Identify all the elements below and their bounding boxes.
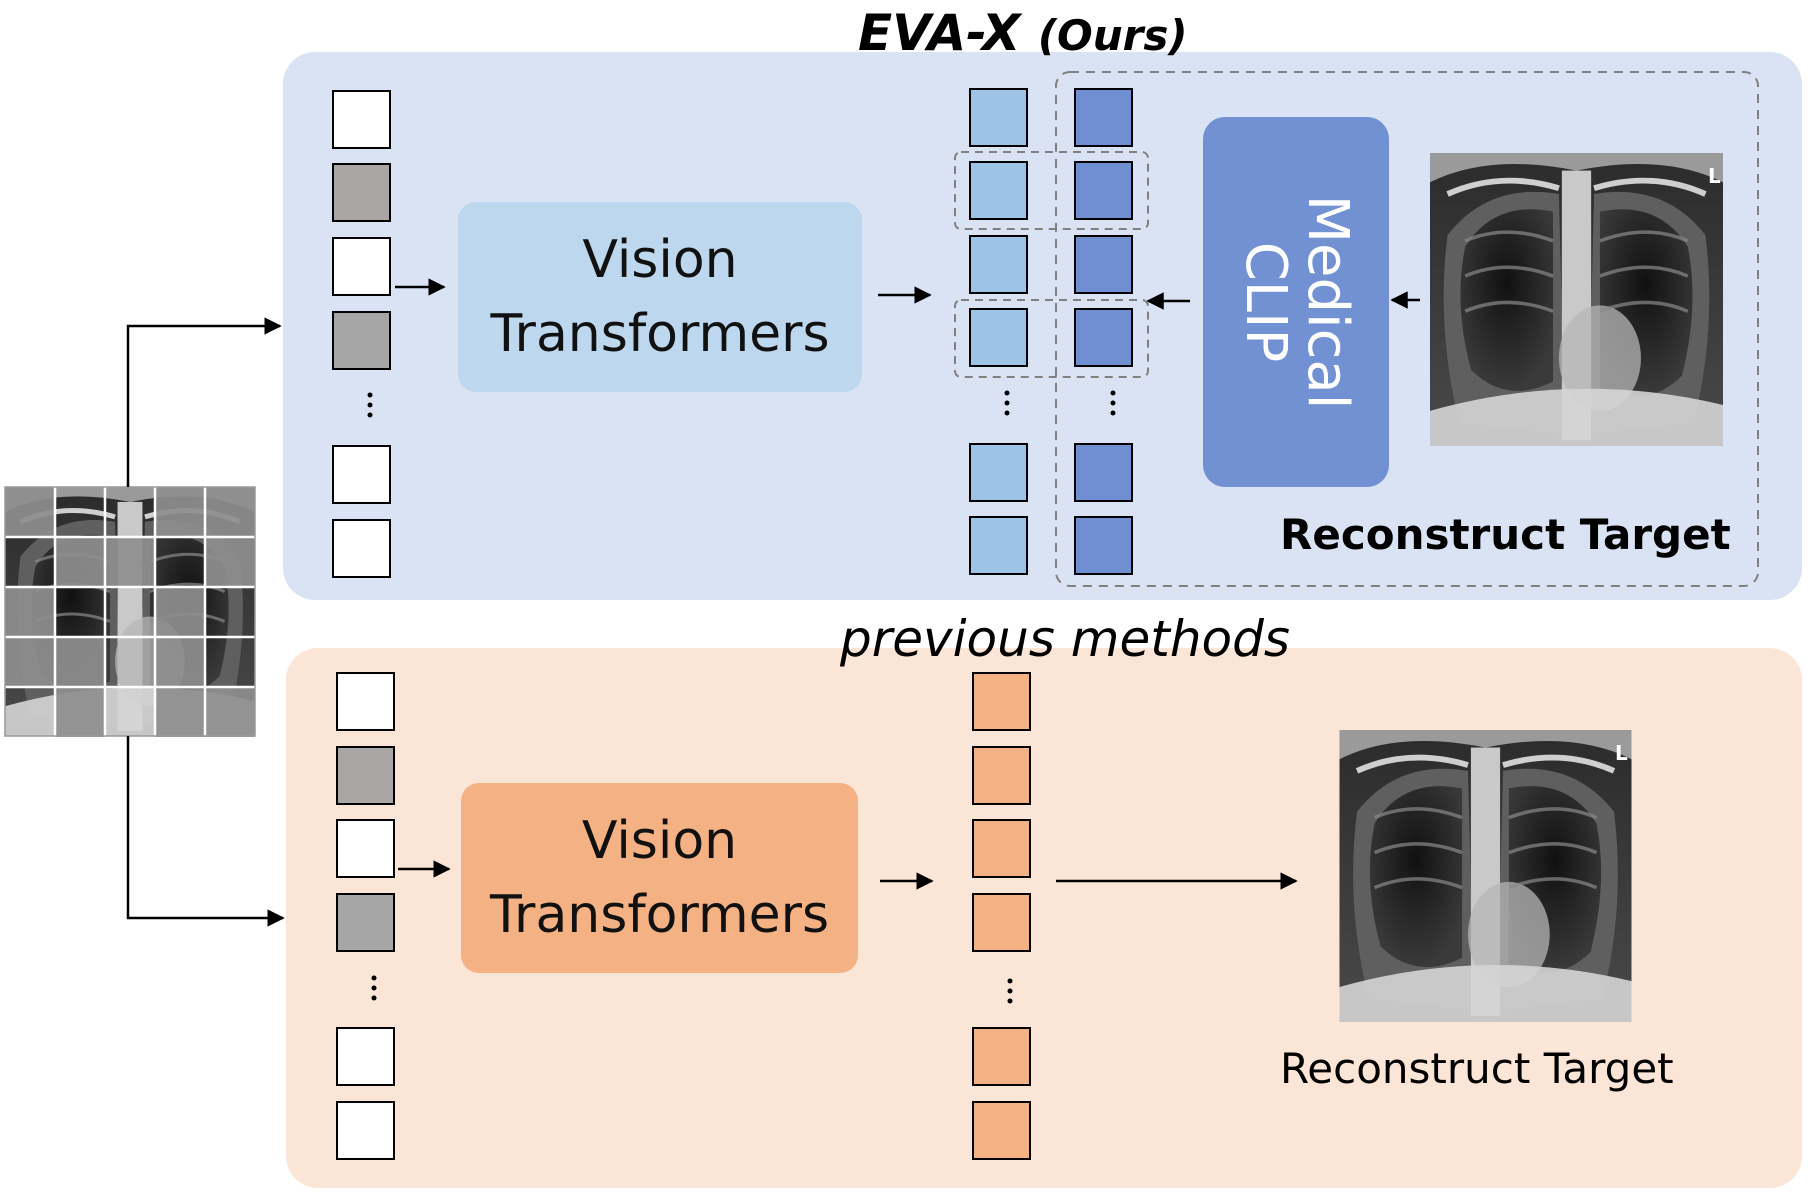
input-to-previous-arrow	[126, 736, 285, 927]
target-feature	[1074, 161, 1133, 220]
svg-text:L: L	[1708, 164, 1721, 188]
masked-grid-cell	[55, 687, 105, 737]
eva-x-reconstruct-target-label: Reconstruct Target	[1280, 510, 1731, 559]
predicted-feature	[969, 443, 1028, 502]
eva-x-panel	[283, 52, 1802, 600]
predicted-feature	[969, 235, 1028, 294]
visible-patch	[332, 90, 391, 149]
masked-grid-cell	[55, 637, 105, 687]
predicted-feature	[972, 893, 1031, 952]
masked-grid-cell	[205, 537, 255, 587]
visible-patch	[332, 237, 391, 296]
clip-target-features	[1074, 88, 1133, 575]
masked-chest-xray-icon	[4, 486, 256, 737]
medical-clip-box: Medical CLIP	[1203, 117, 1389, 487]
chest-xray-icon: L	[1340, 730, 1632, 1022]
eva-x-predicted-features	[969, 88, 1028, 575]
target-feature	[1074, 516, 1133, 575]
vertical-ellipsis-icon	[1110, 390, 1116, 416]
masked-patch	[332, 163, 391, 222]
masked-grid-cell	[5, 587, 55, 637]
svg-text:L: L	[1615, 741, 1628, 765]
vertical-ellipsis-icon	[367, 392, 373, 418]
vertical-ellipsis-icon	[371, 975, 377, 1001]
masked-grid-cell	[55, 537, 105, 587]
predicted-feature	[972, 672, 1031, 731]
predicted-feature	[969, 308, 1028, 367]
previous-reconstruct-target-label: Reconstruct Target	[1280, 1044, 1674, 1093]
eva-x-vision-transformer-box: Vision Transformers	[458, 202, 862, 392]
visible-patch	[332, 445, 391, 504]
predicted-feature	[969, 516, 1028, 575]
predicted-feature	[972, 746, 1031, 805]
visible-patch	[336, 1027, 395, 1086]
masked-grid-cell	[155, 587, 205, 637]
target-feature	[1074, 443, 1133, 502]
previous-methods-title: previous methods	[840, 610, 1290, 668]
masked-pair-highlight	[954, 151, 1149, 230]
medical-clip-label: Medical CLIP	[1233, 194, 1360, 410]
visible-patch	[336, 672, 395, 731]
visible-patch	[332, 519, 391, 578]
target-feature	[1074, 308, 1133, 367]
visible-patch	[336, 1101, 395, 1160]
eva-x-patch-tokens	[332, 90, 391, 578]
target-feature	[1074, 88, 1133, 147]
previous-patch-tokens	[336, 672, 395, 1160]
masked-grid-cell	[205, 487, 255, 537]
masked-grid-cell	[5, 487, 55, 537]
masked-grid-cell	[155, 637, 205, 687]
masked-grid-cell	[105, 537, 155, 587]
predicted-feature	[969, 88, 1028, 147]
eva-x-title-main: EVA-X	[858, 4, 1021, 62]
masked-pair-highlight	[954, 299, 1149, 378]
previous-predicted-features	[972, 672, 1031, 1160]
masked-grid-cell	[5, 637, 55, 687]
visible-patch	[336, 819, 395, 878]
masked-grid-cell	[155, 487, 205, 537]
predicted-feature	[972, 1027, 1031, 1086]
vertical-ellipsis-icon	[1007, 978, 1013, 1004]
vertical-ellipsis-icon	[1004, 390, 1010, 416]
reconstruct-target-region	[1055, 71, 1759, 587]
chest-xray-icon: L	[1430, 153, 1723, 446]
input-to-eva-x-arrow	[126, 317, 282, 487]
eva-x-title: EVA-X (Ours)	[858, 4, 1188, 62]
predicted-feature	[972, 819, 1031, 878]
previous-vision-transformer-box: Vision Transformers	[461, 783, 858, 973]
predicted-feature	[969, 161, 1028, 220]
eva-x-title-suffix: (Ours)	[1037, 11, 1188, 60]
target-feature	[1074, 235, 1133, 294]
masked-patch	[336, 746, 395, 805]
masked-patch	[336, 893, 395, 952]
masked-grid-cell	[205, 687, 255, 737]
predicted-feature	[972, 1101, 1031, 1160]
masked-grid-cell	[155, 687, 205, 737]
masked-patch	[332, 311, 391, 370]
